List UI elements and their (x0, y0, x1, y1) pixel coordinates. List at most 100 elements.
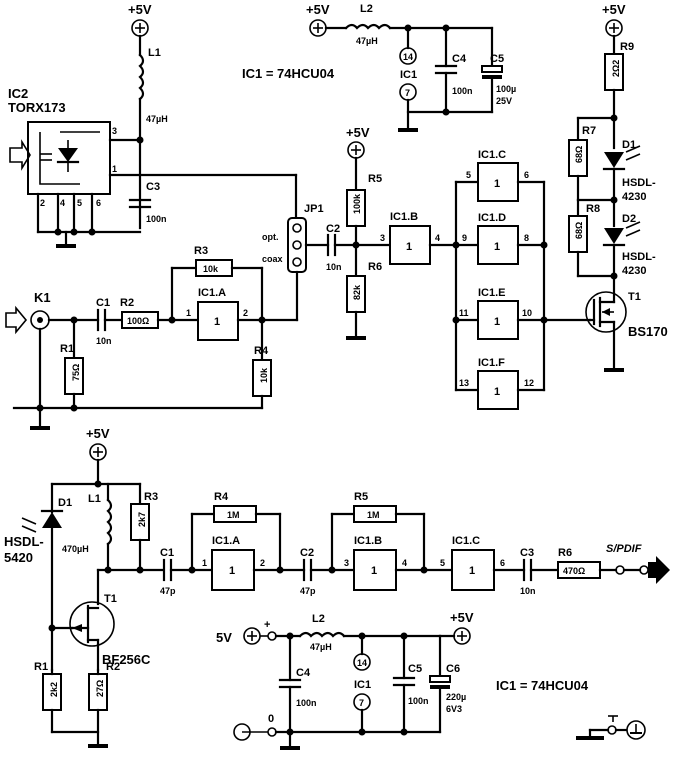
svg-text:+5V: +5V (450, 610, 474, 625)
svg-text:27Ω: 27Ω (95, 680, 105, 697)
svg-text:R5: R5 (354, 491, 368, 503)
svg-text:R6: R6 (558, 547, 572, 559)
svg-text:2Ω2: 2Ω2 (611, 60, 621, 77)
svg-text:IC1.A: IC1.A (212, 535, 240, 547)
svg-text:IC1.C: IC1.C (452, 535, 480, 547)
capacitor-c5-bottom: C5 100n (392, 663, 429, 706)
svg-text:9: 9 (462, 233, 467, 243)
svg-text:L1: L1 (88, 493, 101, 505)
svg-text:1: 1 (229, 565, 235, 577)
inductor-l2: L2 47µH (344, 3, 392, 46)
svg-text:IC1: IC1 (354, 679, 371, 691)
svg-text:BS170: BS170 (628, 324, 668, 339)
capacitor-c5: C5 100µ 25V (481, 26, 516, 114)
svg-text:10: 10 (522, 308, 532, 318)
svg-text:7: 7 (359, 698, 364, 708)
capacitor-c3: C3 100n (128, 181, 167, 224)
svg-text:100µ: 100µ (496, 84, 516, 94)
svg-text:4230: 4230 (622, 265, 646, 277)
svg-text:6V3: 6V3 (446, 704, 462, 714)
capacitor-c6-bottom: C6 220µ 6V3 (429, 663, 466, 714)
led-d2: D2 HSDL- 4230 (602, 213, 656, 277)
svg-text:IC1.E: IC1.E (478, 287, 506, 299)
svg-text:R4: R4 (214, 491, 229, 503)
svg-text:5420: 5420 (4, 550, 33, 565)
svg-text:100Ω: 100Ω (127, 316, 149, 326)
svg-text:R8: R8 (586, 203, 600, 215)
svg-text:1: 1 (494, 178, 500, 190)
svg-text:L1: L1 (148, 47, 161, 59)
resistor-r7: 68Ω R7 (568, 125, 596, 177)
resistor-r1: 75Ω R1 (60, 343, 84, 395)
svg-text:IC1.A: IC1.A (198, 287, 226, 299)
gate-ic1d: 1 IC1.D 9 8 (462, 212, 529, 265)
svg-text:L2: L2 (360, 3, 373, 15)
ground-symbol-legend (576, 715, 646, 740)
led-d1: D1 HSDL- 4230 (602, 139, 656, 203)
svg-text:C6: C6 (446, 663, 460, 675)
svg-text:10n: 10n (326, 262, 342, 272)
svg-text:10k: 10k (259, 367, 269, 383)
svg-text:10n: 10n (96, 336, 112, 346)
gate-ic1f: 1 IC1.F 13 12 (459, 357, 534, 410)
svg-text:+5V: +5V (306, 2, 330, 17)
svg-text:7: 7 (405, 88, 410, 98)
capacitor-c3-bottom: C3 10n (520, 547, 536, 596)
svg-text:4: 4 (435, 233, 440, 243)
svg-text:6: 6 (96, 198, 101, 208)
inductor-l2-bottom: L2 47µH (298, 613, 346, 652)
svg-text:opt.: opt. (262, 232, 279, 242)
svg-text:100k: 100k (352, 193, 362, 214)
svg-text:100n: 100n (146, 214, 167, 224)
svg-text:3: 3 (112, 126, 117, 136)
svg-text:IC2: IC2 (8, 86, 28, 101)
svg-text:C1: C1 (96, 297, 110, 309)
svg-text:2: 2 (243, 308, 248, 318)
resistor-r3: 10k R3 (194, 245, 233, 277)
svg-text:C3: C3 (520, 547, 534, 559)
svg-text:R7: R7 (582, 125, 596, 137)
photodiode-d1: D1 HSDL- 5420 (4, 497, 72, 565)
svg-text:1: 1 (371, 565, 377, 577)
svg-text:D2: D2 (622, 213, 636, 225)
svg-text:470µH: 470µH (62, 544, 89, 554)
svg-text:R5: R5 (368, 173, 382, 185)
svg-text:100n: 100n (408, 696, 429, 706)
gate-ic1c-bottom: 1 IC1.C 5 6 (440, 535, 505, 591)
svg-text:IC1.B: IC1.B (354, 535, 382, 547)
supply-r5: +5V (346, 125, 370, 159)
svg-text:6: 6 (500, 558, 505, 568)
svg-text:D1: D1 (58, 497, 72, 509)
svg-text:1: 1 (214, 316, 220, 328)
svg-text:+5V: +5V (86, 426, 110, 441)
svg-text:IC1.D: IC1.D (478, 212, 506, 224)
svg-text:1: 1 (202, 558, 207, 568)
svg-text:C3: C3 (146, 181, 160, 193)
svg-text:100n: 100n (296, 698, 317, 708)
svg-text:C1: C1 (160, 547, 174, 559)
svg-text:68Ω: 68Ω (574, 146, 584, 163)
svg-text:2k2: 2k2 (49, 682, 59, 697)
svg-text:R3: R3 (144, 491, 158, 503)
transistor-t1-bf256c: T1 BF256C (69, 593, 151, 667)
svg-text:+5V: +5V (346, 125, 370, 140)
svg-text:3: 3 (344, 558, 349, 568)
svg-text:68Ω: 68Ω (574, 222, 584, 239)
svg-text:1: 1 (406, 241, 412, 253)
gate-ic1b-bottom: 1 IC1.B 3 4 (344, 535, 407, 591)
svg-text:C2: C2 (300, 547, 314, 559)
inductor-l1-bottom: L1 470µH (62, 493, 113, 554)
svg-text:T1: T1 (104, 593, 117, 605)
svg-text:IC1.C: IC1.C (478, 149, 506, 161)
svg-text:C4: C4 (452, 53, 467, 65)
svg-text:1: 1 (186, 308, 191, 318)
svg-text:1: 1 (494, 316, 500, 328)
svg-text:220µ: 220µ (446, 692, 466, 702)
resistor-r4: 10k R4 (252, 345, 272, 397)
svg-text:C5: C5 (490, 53, 504, 65)
supply-l2: +5V (306, 2, 330, 37)
inductor-l1: L1 47µH (138, 47, 168, 124)
transistor-t1-bs170: T1 BS170 (585, 291, 668, 339)
svg-text:12: 12 (524, 378, 534, 388)
